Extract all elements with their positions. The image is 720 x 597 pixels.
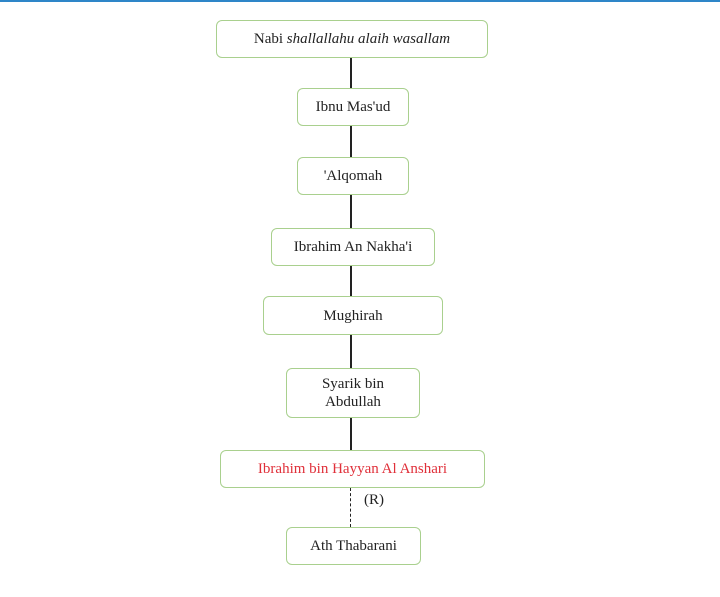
connector <box>350 195 352 228</box>
node-ibrahim-bin-hayyan: Ibrahim bin Hayyan Al Anshari <box>220 450 485 488</box>
node-label: Syarik bin Abdullah <box>321 376 385 410</box>
connector <box>350 335 352 368</box>
node-alqomah: 'Alqomah <box>297 157 409 195</box>
node-label: 'Alqomah <box>323 168 383 184</box>
node-syarik-bin-abdullah: Syarik bin Abdullah <box>286 368 420 418</box>
node-ibrahim-an-nakhai: Ibrahim An Nakha'i <box>271 228 435 266</box>
connector <box>350 126 352 157</box>
node-label: Ibrahim An Nakha'i <box>293 239 413 255</box>
node-label: Ath Thabarani <box>310 538 397 554</box>
connector <box>350 266 352 296</box>
node-label: Mughirah <box>323 307 383 324</box>
edge-label: (R) <box>364 492 384 508</box>
node-label: Ibnu Mas'ud <box>315 99 391 115</box>
connector <box>350 418 352 450</box>
connector <box>350 58 352 88</box>
node-nabi: Nabi shallallahu alaih wasallam <box>216 20 488 58</box>
dashed-connector <box>350 488 351 527</box>
node-label: Nabi shallallahu alaih wasallam <box>253 31 451 47</box>
node-label: Ibrahim bin Hayyan Al Anshari <box>257 461 448 477</box>
node-ath-thabarani: Ath Thabarani <box>286 527 421 565</box>
node-mughirah: Mughirah <box>263 296 443 335</box>
node-ibnu-masud: Ibnu Mas'ud <box>297 88 409 126</box>
top-border <box>0 0 720 2</box>
